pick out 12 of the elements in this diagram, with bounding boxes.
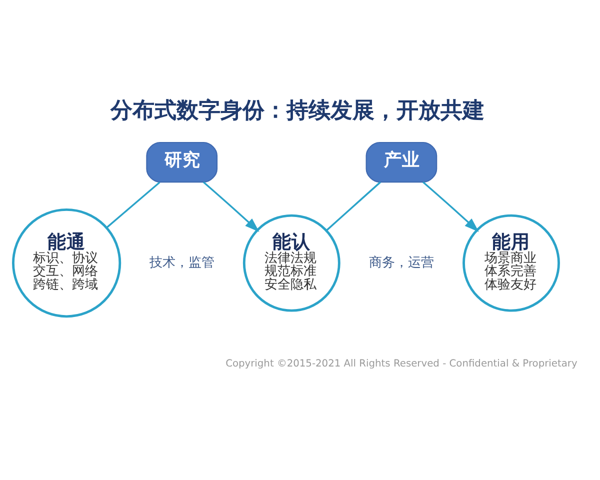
label: 技术，监管	[149, 255, 214, 270]
arrow	[202, 181, 260, 232]
connector	[326, 182, 381, 232]
node-box: 产业	[366, 142, 438, 183]
label: Copyright ©2015-2021 All Rights Reserved - Confidential & Proprietary	[226, 358, 578, 370]
node-circle: 能认 法律法规 规范标准 安全隐私	[242, 214, 340, 312]
diagram-title: 分布式数字身份：持续发展，开放共建	[110, 98, 485, 124]
label: 商务，运营	[368, 255, 434, 270]
node-circle: 能通 标识、协议 交互、网络 跨链、跨域	[12, 208, 122, 318]
arrow	[422, 181, 479, 232]
connector	[106, 182, 160, 228]
node-box: 研究	[146, 142, 218, 183]
